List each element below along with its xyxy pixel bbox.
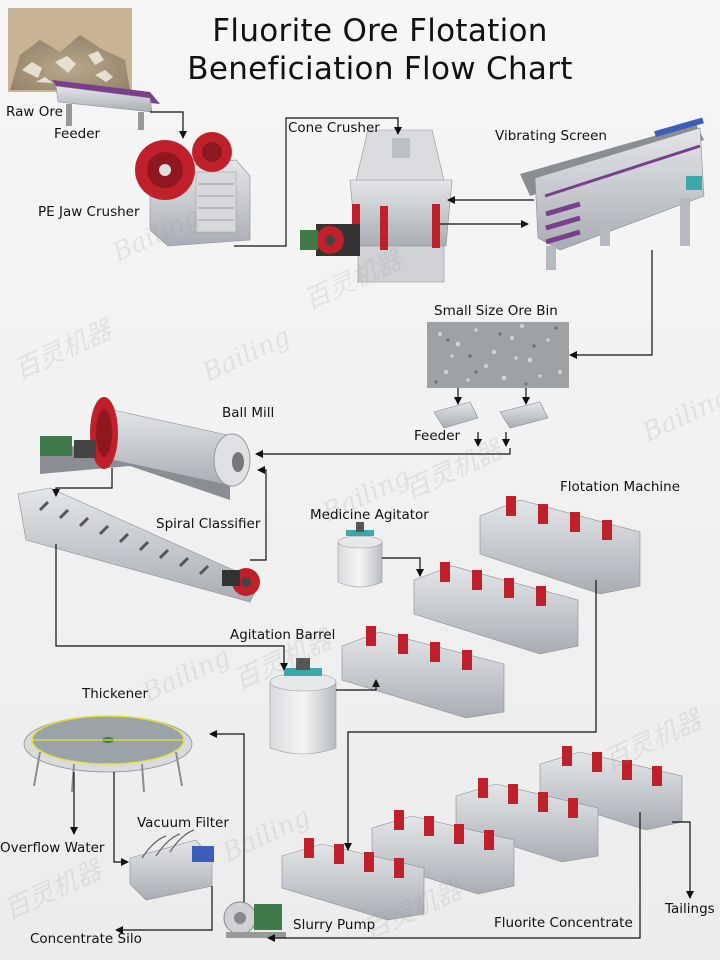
label-spiral-classifier: Spiral Classifier (156, 516, 261, 532)
arrow-agitator-to-flotation (382, 557, 424, 577)
label-cone-crusher: Cone Crusher (288, 120, 380, 136)
arrow-concentrate-to-pump (267, 812, 641, 942)
label-raw-ore: Raw Ore (6, 104, 63, 120)
medicine-agitator-machine (337, 522, 383, 588)
arrow-thickener-to-filter (113, 772, 129, 866)
arrow-jaw-to-cone (234, 117, 402, 247)
spiral-classifier-machine (17, 487, 261, 603)
arrow-mill-to-classifier (52, 468, 113, 497)
cone-crusher-machine (300, 129, 453, 283)
label-agitation-barrel: Agitation Barrel (230, 627, 336, 643)
bin-feeder-machines (433, 401, 549, 429)
jaw-crusher-machine (135, 132, 251, 247)
label-fluorite-concentrate: Fluorite Concentrate (494, 915, 633, 931)
arrow-filter-to-silo (115, 886, 213, 934)
arrow-classifier-return (250, 466, 267, 561)
label-slurry-pump: Slurry Pump (293, 917, 376, 933)
arrow-feeder-to-jaw (150, 111, 187, 139)
arrow-barrel-to-flotation (336, 679, 380, 691)
label-flotation-machine: Flotation Machine (560, 479, 681, 495)
ore-bin-image (427, 322, 569, 388)
flow-lines (52, 111, 694, 942)
label-feeder-bin: Feeder (414, 428, 461, 444)
flotation-bank-6 (371, 810, 515, 895)
arrow-feeder-to-mill (255, 448, 511, 458)
label-ball-mill: Ball Mill (222, 405, 275, 421)
label-ore-bin: Small Size Ore Bin (434, 303, 558, 319)
flotation-bank-5 (455, 778, 599, 863)
flotation-bank-7 (281, 838, 425, 921)
flotation-bank-1 (479, 496, 641, 595)
slurry-pump-machine (223, 901, 286, 938)
label-vibrating-screen: Vibrating Screen (495, 128, 607, 144)
vibrating-screen-machine (520, 117, 705, 270)
title-line-1: Fluorite Ore Flotation (212, 13, 548, 49)
agitation-barrel-machine (269, 658, 337, 755)
label-feeder-top: Feeder (54, 126, 101, 142)
arrow-screen-to-bin (569, 250, 653, 359)
ball-mill-machine (40, 397, 251, 500)
feeder-top-machine (52, 80, 160, 130)
label-concentrate-silo: Concentrate Silo (30, 931, 142, 947)
thickener-machine (23, 715, 193, 793)
title-line-2: Beneficiation Flow Chart (187, 51, 573, 87)
arrow-tailings (672, 821, 694, 899)
raw-ore-image (8, 8, 132, 92)
label-vacuum-filter: Vacuum Filter (137, 815, 229, 831)
label-thickener: Thickener (82, 686, 149, 702)
vacuum-filter-machine (129, 829, 214, 901)
label-jaw-crusher: PE Jaw Crusher (38, 204, 140, 220)
flotation-bank-2 (413, 562, 579, 655)
label-tailings: Tailings (665, 901, 715, 917)
arrow-classifier-to-barrel (55, 544, 288, 671)
label-overflow-water: Overflow Water (0, 840, 105, 856)
flotation-bank-3 (341, 626, 505, 719)
arrow-pump-to-thickener (209, 730, 245, 902)
arrow-flotation-to-cleaner (344, 580, 597, 851)
label-medicine-agitator: Medicine Agitator (310, 507, 429, 523)
